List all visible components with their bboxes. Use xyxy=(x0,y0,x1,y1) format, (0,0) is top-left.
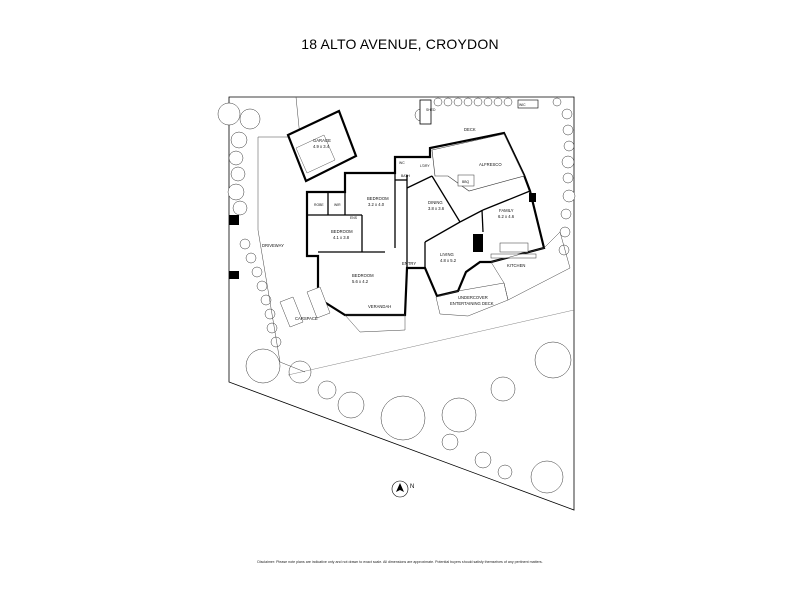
label-bedroom-left: BEDROOM xyxy=(331,229,353,234)
label-garage-dim: 4.9 x 3.4 xyxy=(313,144,330,149)
driveway-edge xyxy=(257,137,306,373)
label-family: FAMILY xyxy=(499,208,514,213)
label-entry: ENTRY xyxy=(402,261,416,266)
interior-walls xyxy=(307,173,531,268)
label-wc: WC xyxy=(399,161,405,165)
label-bedroom-top: BEDROOM xyxy=(367,196,389,201)
label-wir: WIR xyxy=(334,203,341,207)
page-title: 18 ALTO AVENUE, CROYDON xyxy=(301,36,499,52)
label-undercover-2: ENTERTAINING DECK xyxy=(450,301,494,306)
label-bath: BATH xyxy=(401,174,410,178)
label-verandah: VERANDAH xyxy=(368,304,391,309)
disclaimer-text: Disclaimer: Please note plans are indica… xyxy=(257,560,543,564)
label-deck: DECK xyxy=(464,127,476,132)
garage-car-outline xyxy=(295,134,336,174)
verandah-outline xyxy=(344,314,406,333)
letterbox-marker xyxy=(229,215,239,225)
fireplace xyxy=(473,234,483,252)
label-alfresco: ALFRESCO xyxy=(479,162,502,167)
property-boundary xyxy=(228,96,575,511)
label-carspace: CARSPACE xyxy=(295,316,318,321)
garage xyxy=(286,109,358,183)
label-bedroom-bottom: BEDROOM xyxy=(352,273,374,278)
garden-edge xyxy=(287,309,575,376)
rear-deck-outline xyxy=(490,231,571,301)
carspace-cars xyxy=(279,286,331,328)
meter-marker xyxy=(229,271,239,279)
north-compass: N xyxy=(391,480,414,498)
small-shed xyxy=(517,99,539,109)
label-dining: DINING xyxy=(428,200,443,205)
label-living: LIVING xyxy=(440,252,454,257)
label-ens: ENS xyxy=(350,216,358,220)
alfresco-area xyxy=(431,133,525,192)
label-kitchen: KITCHEN xyxy=(507,263,525,268)
label-bbq: BBQ xyxy=(462,180,470,184)
label-living-dim: 4.8 x 5.2 xyxy=(440,258,457,263)
label-dining-dim: 3.8 x 3.6 xyxy=(428,206,445,211)
label-bedroom-left-dim: 4.1 x 3.8 xyxy=(333,235,350,240)
bbq xyxy=(457,174,475,187)
compass-north-label: N xyxy=(410,484,414,490)
label-garage: GARAGE xyxy=(313,138,331,143)
room-labels: GARAGE 4.9 x 3.4 DECK ALFRESCO BBQ BATH … xyxy=(262,103,526,321)
label-ldry: L'DRY xyxy=(420,164,430,168)
label-driveway: DRIVEWAY xyxy=(262,243,284,248)
chimney xyxy=(529,193,536,202)
tree-canopies xyxy=(217,97,576,494)
shed xyxy=(419,99,432,125)
label-bedroom-top-dim: 3.2 x 4.0 xyxy=(368,202,385,207)
label-wic: WIC xyxy=(519,103,526,107)
label-robe: ROBE xyxy=(314,203,324,207)
kitchen-island xyxy=(499,242,529,253)
label-family-dim: 6.2 x 4.6 xyxy=(498,214,515,219)
label-undercover-1: UNDERCOVER xyxy=(458,295,488,300)
label-bedroom-bottom-dim: 5.6 x 4.2 xyxy=(352,279,369,284)
label-shed: SHED xyxy=(426,108,436,112)
